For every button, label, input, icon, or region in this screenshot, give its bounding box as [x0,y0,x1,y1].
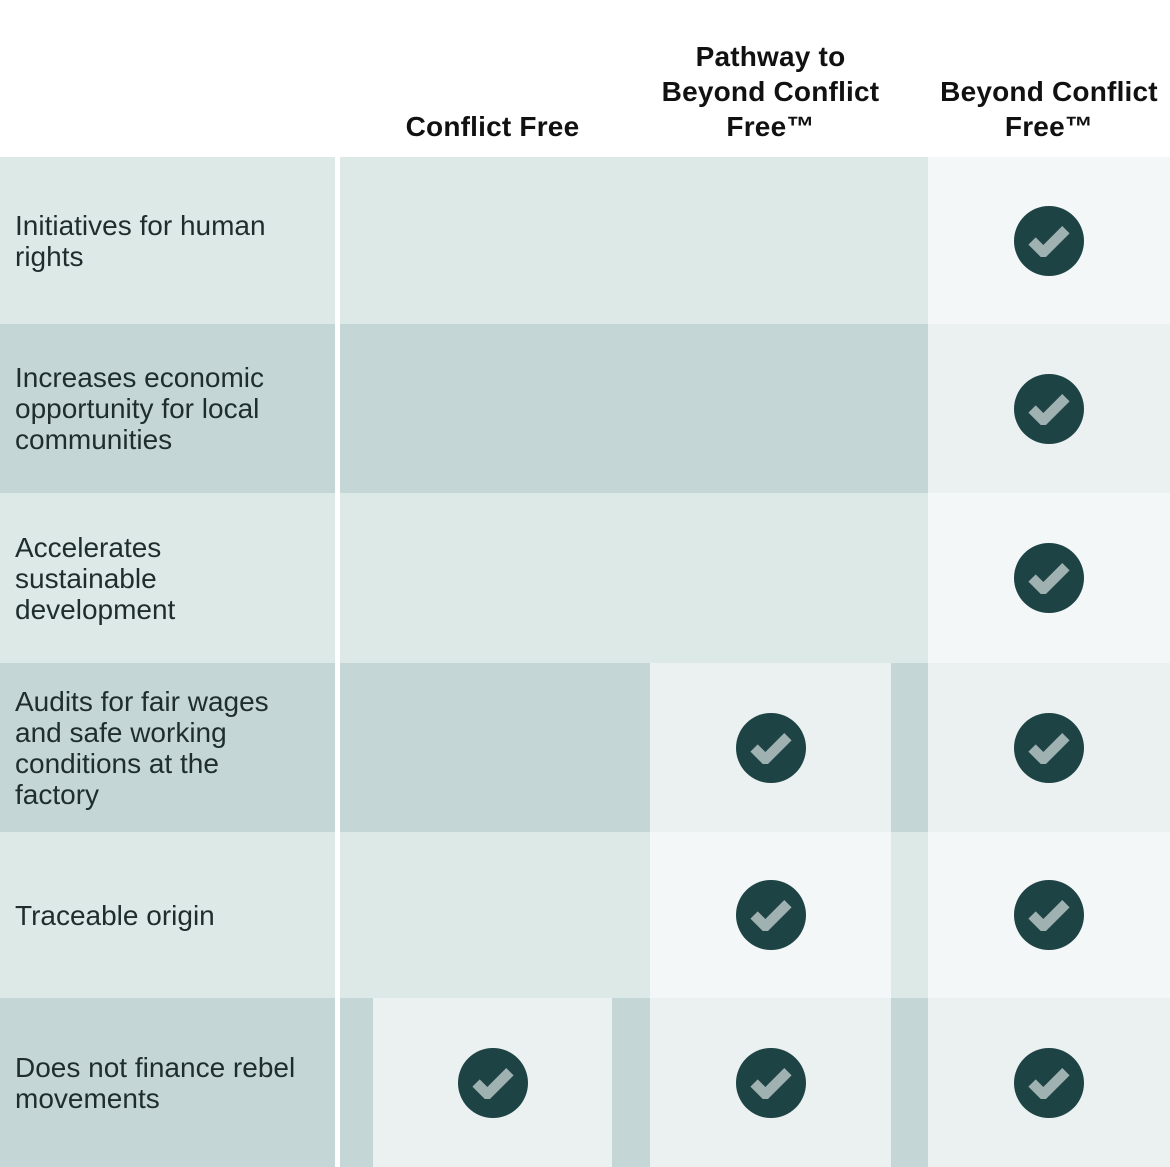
check-circle [735,880,806,950]
row-label: Does not finance rebel movements [15,1051,296,1114]
column-gap [335,157,340,324]
checkmark-icon [749,900,792,931]
check-circle [1014,1047,1084,1118]
table-row: Initiatives for human rights [0,157,1170,324]
column-gap [335,998,340,1167]
row-label: Accelerates sustainable development [15,531,176,625]
column-header-pathway-to-beyond-conflict-free: Pathway to Beyond Conflict Free™ [661,41,880,142]
check-circle [1014,373,1084,444]
cell-beyond-conflict-free [928,324,1170,493]
cell-beyond-conflict-free [928,663,1170,832]
checkmark-icon [1028,393,1070,425]
check-circle [735,712,806,783]
check-circle [1014,712,1084,783]
checkmark-icon [1028,563,1070,594]
table-row: Increases economic opportunity for local… [0,324,1170,493]
checkmark-icon [749,732,792,764]
checkmark-icon [1028,225,1070,257]
cell-beyond-conflict-free [928,157,1170,324]
check-circle [735,1047,806,1118]
column-gap [335,324,340,493]
table-row: Accelerates sustainable development [0,493,1170,663]
cell-pathway-to-beyond-conflict-free [650,832,891,998]
table-body: Initiatives for human rights Increases e… [0,157,1170,1167]
column-header-beyond-conflict-free: Beyond Conflict Free™ [940,76,1158,142]
check-circle [457,1047,528,1118]
checkmark-icon [471,1067,514,1099]
table-row: Audits for fair wages and safe working c… [0,663,1170,832]
column-gap [335,832,340,998]
cell-pathway-to-beyond-conflict-free [650,998,891,1167]
checkmark-icon [1028,732,1070,764]
column-gap [335,663,340,832]
cell-beyond-conflict-free [928,832,1170,998]
check-circle [1014,205,1084,276]
row-label: Audits for fair wages and safe working c… [15,685,269,810]
cell-beyond-conflict-free [928,998,1170,1167]
check-circle [1014,880,1084,950]
table-row: Does not finance rebel movements [0,998,1170,1167]
column-gap [335,493,340,663]
column-header-conflict-free: Conflict Free [405,111,580,142]
table-header: Conflict Free Pathway to Beyond Conflict… [0,0,1170,157]
table-row: Traceable origin [0,832,1170,998]
row-label: Increases economic opportunity for local… [15,362,265,455]
checkmark-icon [1028,1067,1070,1099]
checkmark-icon [1028,900,1070,931]
check-circle [1014,543,1084,613]
cell-conflict-free [373,998,612,1167]
cell-pathway-to-beyond-conflict-free [650,663,891,832]
row-label: Traceable origin [15,899,215,931]
cell-beyond-conflict-free [928,493,1170,663]
row-label: Initiatives for human rights [15,209,266,272]
checkmark-icon [749,1067,792,1099]
